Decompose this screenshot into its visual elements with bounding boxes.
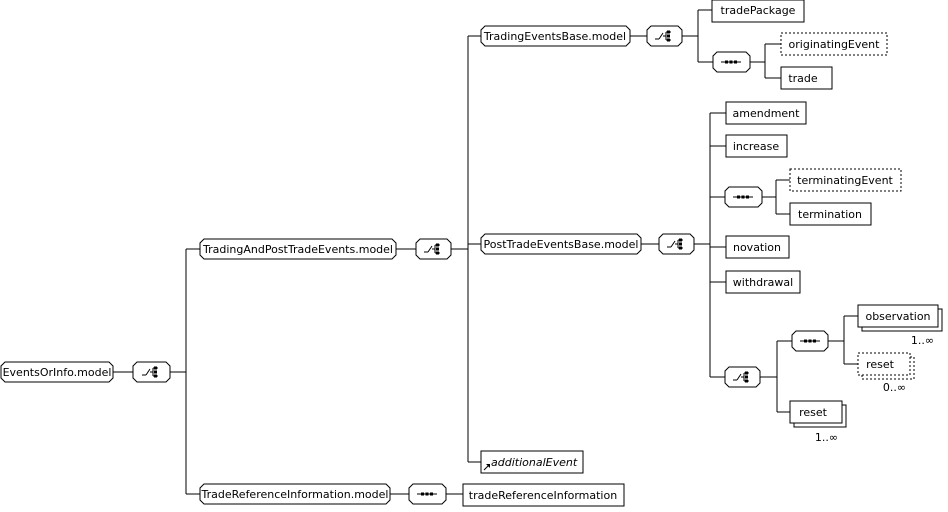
sequence-compositor-icon [791,330,829,352]
node-label: trade [788,72,818,85]
element-node-trade[interactable]: trade [780,66,833,90]
reference-arrow-icon [483,464,490,471]
node-label: EventsOrInfo.model [3,366,112,379]
node-label: reset [799,406,828,419]
connector-lines [113,9,858,495]
group-node-events-or-info[interactable]: EventsOrInfo.model [0,361,114,383]
group-node-post-trade-events-base[interactable]: PostTradeEventsBase.model [480,233,642,255]
group-node-trading-events-base[interactable]: TradingEventsBase.model [480,25,631,47]
element-node-originating-event[interactable]: originatingEvent [780,32,888,56]
node-label: observation [865,310,930,323]
node-label: increase [733,140,780,153]
node-label: TradingEventsBase.model [483,30,626,43]
cardinality-label: 1..∞ [911,334,934,347]
cardinality-label: 1..∞ [815,431,838,444]
choice-compositor-icon [415,238,452,260]
node-label: tradePackage [721,4,796,17]
group-node-trade-reference-information-model[interactable]: TradeReferenceInformation.model [199,483,391,505]
choice-compositor-icon [132,361,171,383]
element-node-additional-event[interactable]: additionalEvent [480,450,584,474]
element-node-increase[interactable]: increase [725,134,788,158]
choice-compositor-icon [646,25,683,47]
sequence-compositor-icon [724,186,763,208]
node-label: termination [798,208,862,221]
node-label: terminatingEvent [797,174,893,187]
node-label: reset [866,358,895,371]
node-label: withdrawal [733,276,793,289]
element-node-observation[interactable]: observation [857,304,943,332]
choice-compositor-icon [658,233,695,255]
node-label: amendment [733,107,801,120]
node-label: PostTradeEventsBase.model [484,238,639,251]
element-node-trade-reference-information[interactable]: tradeReferenceInformation [462,483,625,507]
element-node-termination[interactable]: termination [789,202,872,226]
choice-compositor-icon [724,366,761,388]
node-label: TradeReferenceInformation.model [201,488,389,501]
sequence-compositor-icon [408,483,447,505]
node-label: tradeReferenceInformation [469,489,617,502]
node-label: TradingAndPostTradeEvents.model [202,243,393,256]
node-label: novation [733,241,781,254]
element-node-reset-required[interactable]: reset [789,400,847,428]
node-label: additionalEvent [491,456,578,469]
element-node-withdrawal[interactable]: withdrawal [725,270,801,294]
group-node-trading-and-post-trade-events[interactable]: TradingAndPostTradeEvents.model [199,238,397,260]
node-label: originatingEvent [789,38,881,51]
element-node-terminating-event[interactable]: terminatingEvent [789,168,902,192]
cardinality-label: 0..∞ [883,381,906,394]
element-node-trade-package[interactable]: tradePackage [711,0,805,23]
element-node-amendment[interactable]: amendment [725,101,807,125]
sequence-compositor-icon [712,51,751,73]
element-node-novation[interactable]: novation [725,235,790,259]
element-node-reset-optional[interactable]: reset [857,352,915,380]
